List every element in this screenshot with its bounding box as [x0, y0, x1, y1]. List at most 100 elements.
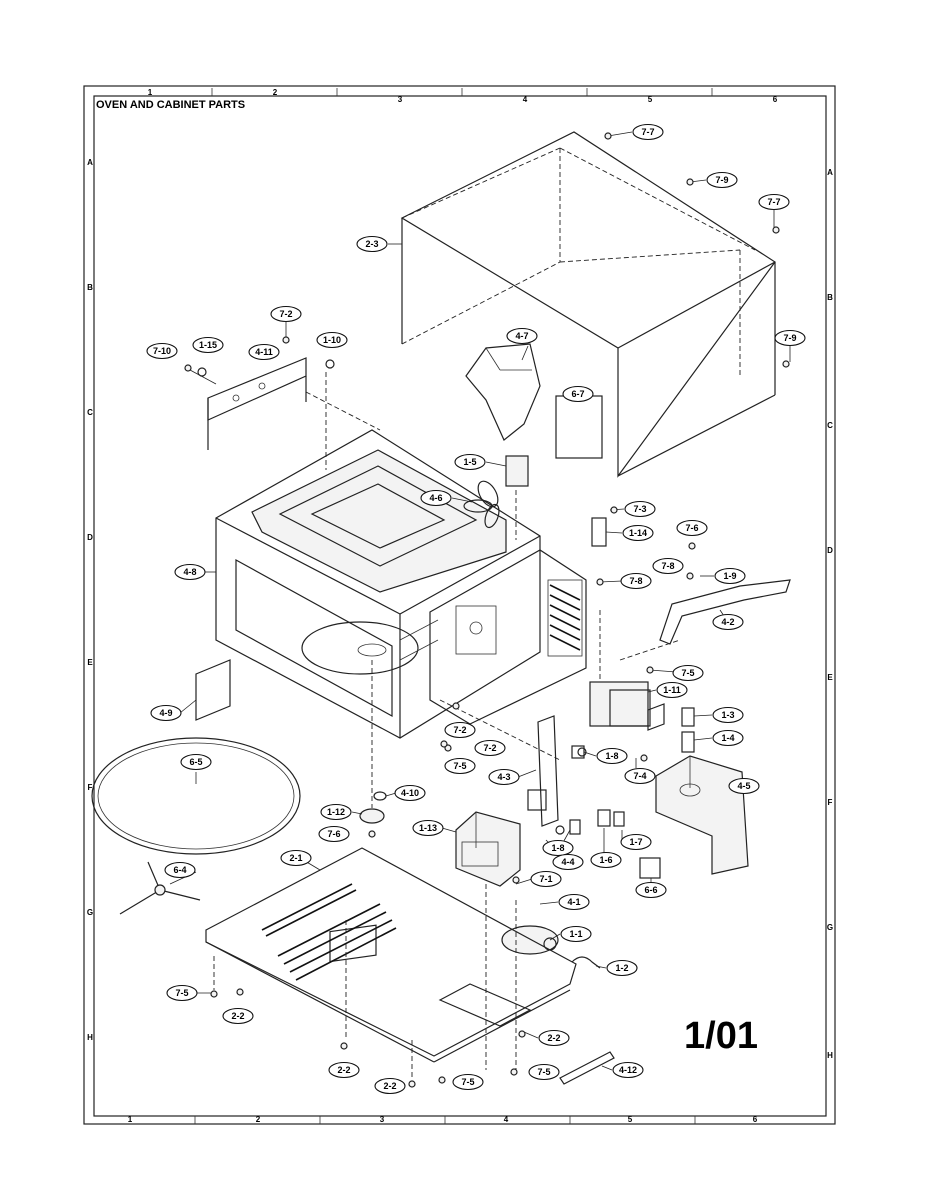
callout-text: 1-11: [663, 685, 681, 695]
grid-col-5-bottom: 5: [628, 1115, 633, 1124]
callout-oval: [620, 833, 652, 851]
callout-1-9: 1-9: [714, 567, 746, 585]
grid-row-h-right: H: [827, 1051, 833, 1060]
callout-text: 4-9: [159, 708, 172, 718]
callout-text: 1-7: [629, 837, 642, 847]
callout-oval: [374, 1077, 406, 1095]
callout-oval: [454, 453, 486, 471]
rear-bracket: [659, 579, 791, 645]
grid-row-g-left: G: [87, 908, 93, 917]
callout-7-5: 7-5: [166, 984, 198, 1002]
turntable-roller-ring: [91, 737, 301, 855]
callout-text: 2-3: [365, 239, 378, 249]
callout-oval: [562, 385, 594, 403]
diagram-title: OVEN AND CABINET PARTS: [96, 99, 245, 111]
callout-4-7: 4-7: [506, 327, 538, 345]
grid-row-labels-left: A B C D E F G H: [87, 158, 93, 1042]
callout-oval: [420, 489, 452, 507]
callout-oval: [506, 327, 538, 345]
grid-row-b-right: B: [827, 293, 833, 302]
callout-text: 4-5: [737, 781, 750, 791]
fan-motor-bracket: [465, 343, 541, 441]
callout-text: 7-8: [661, 561, 674, 571]
grid-row-b-left: B: [87, 283, 93, 292]
callout-text: 1-2: [615, 963, 628, 973]
callout-7-8: 7-8: [652, 557, 684, 575]
callout-6-7: 6-7: [562, 385, 594, 403]
callout-text: 2-2: [337, 1065, 350, 1075]
callout-oval: [774, 329, 806, 347]
callout-oval: [596, 747, 628, 765]
callout-oval: [714, 567, 746, 585]
callout-oval: [652, 557, 684, 575]
callout-text: 7-7: [767, 197, 780, 207]
callout-2-2: 2-2: [222, 1007, 254, 1025]
callout-text: 1-4: [721, 733, 734, 743]
callout-6-6: 6-6: [635, 881, 667, 899]
callout-2-2: 2-2: [328, 1061, 360, 1079]
callout-1-11: 1-11: [656, 681, 688, 699]
callout-4-3: 4-3: [488, 768, 520, 786]
callout-4-12: 4-12: [612, 1061, 644, 1079]
callout-2-3: 2-3: [356, 235, 388, 253]
callout-text: 7-10: [153, 346, 171, 356]
callout-oval: [612, 1061, 644, 1079]
callout-oval: [174, 563, 206, 581]
callout-text: 1-6: [599, 855, 612, 865]
callout-7-1: 7-1: [530, 870, 562, 888]
callout-oval: [474, 739, 506, 757]
callout-oval: [558, 893, 590, 911]
hv-capacitor-assembly: [589, 681, 665, 731]
callout-text: 2-2: [231, 1011, 244, 1021]
hv-transformer: [455, 811, 521, 887]
callout-text: 1-13: [419, 823, 437, 833]
callout-oval: [280, 849, 312, 867]
grid-row-e-right: E: [827, 673, 833, 682]
callout-oval: [676, 519, 708, 537]
cooling-fan: [463, 455, 529, 540]
door-latch-board: [527, 715, 585, 827]
callout-text: 7-1: [539, 874, 552, 884]
base-plate: [205, 847, 577, 1063]
callout-7-7: 7-7: [632, 123, 664, 141]
grid-row-c-left: C: [87, 408, 93, 417]
callout-oval: [590, 851, 622, 869]
grid-row-a-right: A: [827, 168, 833, 177]
callout-oval: [164, 861, 196, 879]
callout-text: 1-12: [327, 807, 345, 817]
callout-text: 1-1: [569, 929, 582, 939]
base-vents: [261, 883, 397, 981]
grid-col-2-top: 2: [273, 88, 278, 97]
callout-oval: [356, 235, 388, 253]
callout-text: 7-5: [461, 1077, 474, 1087]
oven-cavity-assembly: [215, 429, 587, 739]
callout-text: 4-4: [561, 857, 574, 867]
callout-oval: [394, 784, 426, 802]
callout-text: 7-3: [633, 504, 646, 514]
callout-oval: [166, 984, 198, 1002]
screws: [184, 132, 790, 1088]
callout-4-11: 4-11: [248, 343, 280, 361]
callout-1-14: 1-14: [622, 524, 654, 542]
callout-7-4: 7-4: [624, 767, 656, 785]
callout-oval: [758, 193, 790, 211]
callout-7-2: 7-2: [444, 721, 476, 739]
grid-row-c-right: C: [827, 421, 833, 430]
callout-1-4: 1-4: [712, 729, 744, 747]
page-number: 1/01: [684, 1015, 758, 1057]
grid-col-1-top: 1: [148, 88, 153, 97]
grid-column-labels-bottom: 1 2 3 4 5 6: [128, 1115, 758, 1124]
turntable-support: [119, 861, 201, 915]
callout-1-1: 1-1: [560, 925, 592, 943]
callout-oval: [560, 925, 592, 943]
callout-text: 2-1: [289, 853, 302, 863]
callout-text: 7-4: [633, 771, 646, 781]
callout-oval: [412, 819, 444, 837]
callout-text: 4-1: [567, 897, 580, 907]
callout-oval: [530, 870, 562, 888]
grid-row-g-right: G: [827, 923, 833, 932]
callout-6-4: 6-4: [164, 861, 196, 879]
callout-oval: [622, 524, 654, 542]
callout-oval: [712, 706, 744, 724]
